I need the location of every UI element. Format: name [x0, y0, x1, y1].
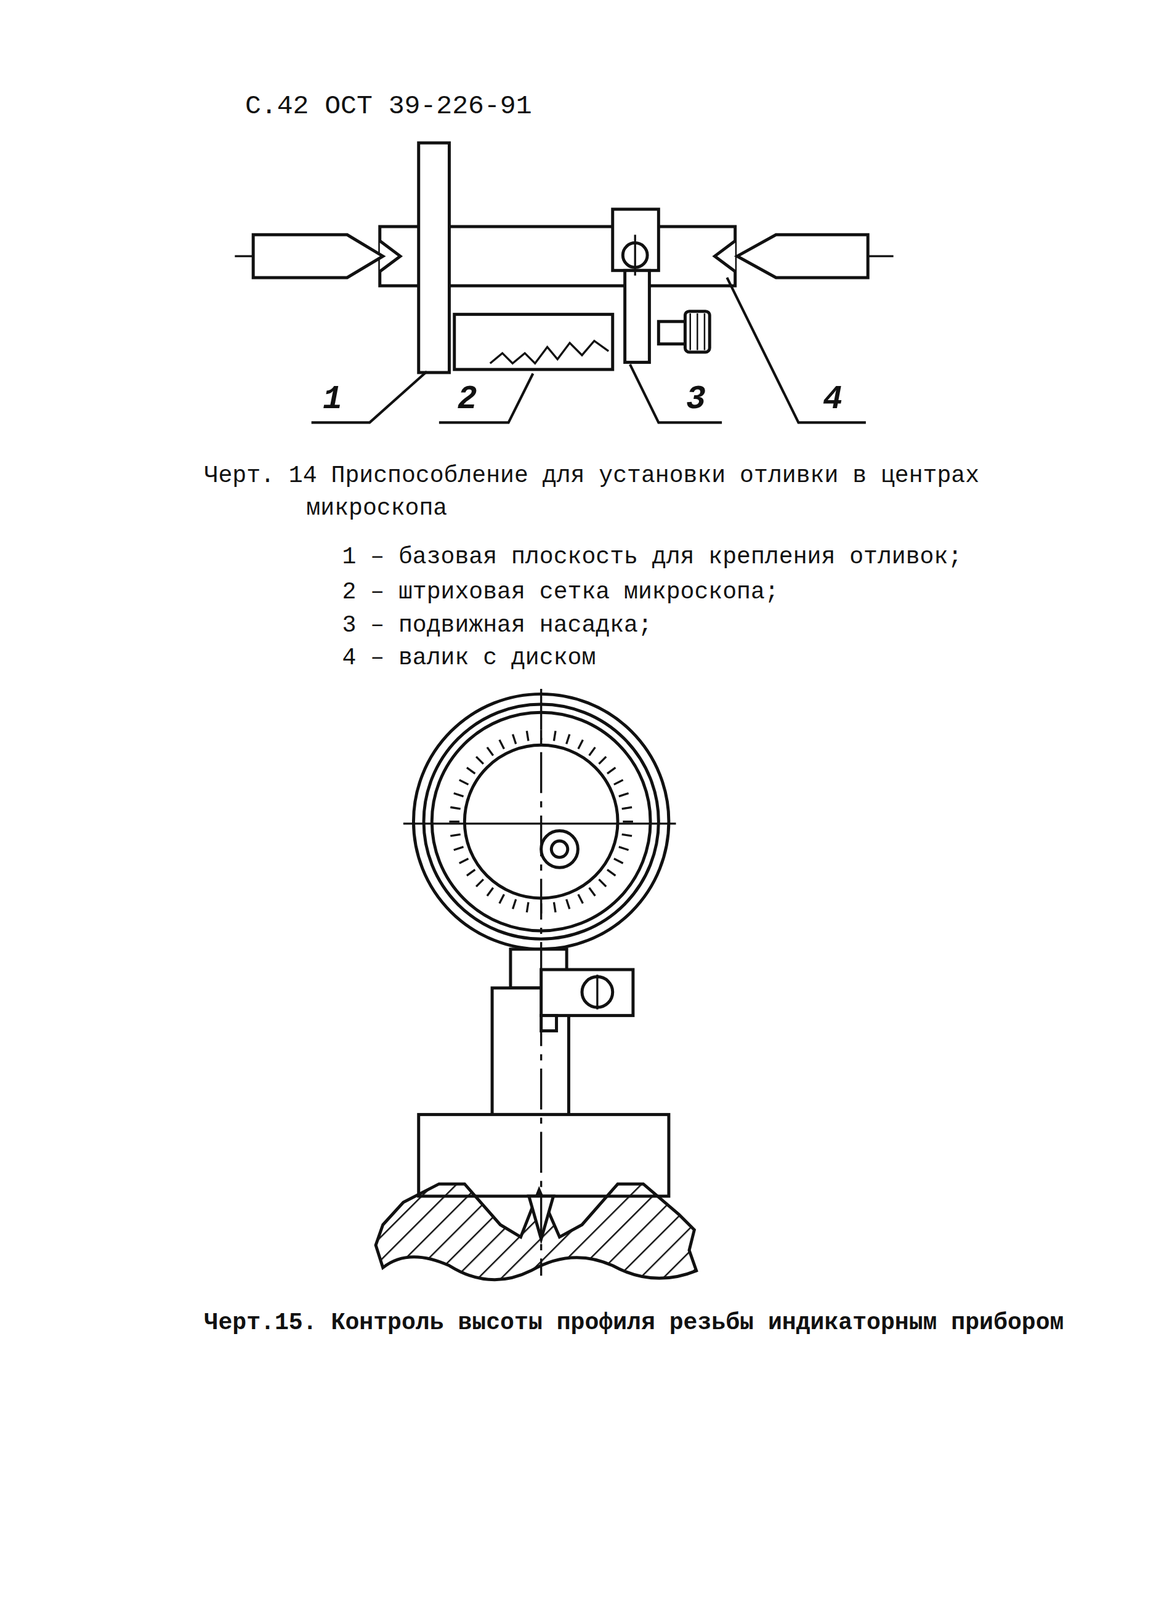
- dial-tick: [618, 793, 629, 797]
- figure-caption: Черт. 14 Приспособление для установки от…: [204, 459, 1114, 526]
- dial-tick: [448, 820, 460, 823]
- dial-tick: [553, 731, 556, 741]
- dial-tick: [578, 740, 584, 750]
- dial-tick: [553, 902, 556, 913]
- dial-tick: [453, 847, 464, 851]
- figure-caption: Черт.15. Контроль высоты профиля резьбы …: [204, 1306, 1114, 1340]
- dial-tick: [589, 747, 596, 756]
- dial-tick: [526, 731, 529, 741]
- leader-lines: [311, 277, 866, 423]
- callout-number: 1: [322, 377, 343, 424]
- dial-tick: [450, 807, 461, 810]
- dial-tick: [526, 902, 529, 913]
- dial-tick: [589, 888, 596, 897]
- dial-tick: [614, 859, 624, 865]
- fixture-drawing: [234, 142, 894, 373]
- dial-tick: [513, 734, 517, 745]
- callout-number: 3: [686, 377, 706, 424]
- dial-tick: [566, 899, 570, 910]
- dial-tick: [499, 894, 505, 905]
- dial-tick: [618, 847, 629, 851]
- legend-line: 2 – штриховая сетка микроскопа;: [341, 575, 779, 609]
- dial-tick: [598, 879, 607, 887]
- dial-tick: [499, 740, 505, 750]
- dial-tick: [487, 747, 494, 756]
- dial-tick: [459, 780, 469, 786]
- dial-tick: [459, 859, 469, 865]
- dial-tick: [453, 793, 464, 797]
- dial-tick: [487, 888, 494, 897]
- dial-tick: [513, 899, 517, 910]
- dial-tick: [476, 756, 484, 765]
- dial-tick: [614, 780, 624, 786]
- page-header: С.42 ОСТ 39-226-91: [245, 88, 533, 126]
- dial-tick: [607, 870, 616, 877]
- dial-tick: [622, 807, 632, 810]
- dial-tick: [578, 894, 584, 905]
- dial-tick: [466, 767, 475, 775]
- dial-tick: [598, 756, 607, 765]
- dial-tick: [450, 834, 461, 837]
- dial-tick: [622, 820, 634, 823]
- dial-tick: [566, 734, 570, 745]
- legend-line: 4 – валик с диском: [341, 642, 596, 675]
- callout-number: 2: [457, 377, 478, 424]
- legend-line: 3 – подвижная насадка;: [341, 609, 652, 643]
- dial-tick: [466, 870, 475, 877]
- callout-number: 4: [822, 377, 843, 424]
- dial-tick: [622, 834, 632, 837]
- indicator-drawing: [375, 689, 697, 1281]
- legend-line: 1 – базовая плоскость для крепления отли…: [341, 541, 962, 574]
- dial-tick: [607, 767, 616, 775]
- dial-tick: [476, 879, 484, 887]
